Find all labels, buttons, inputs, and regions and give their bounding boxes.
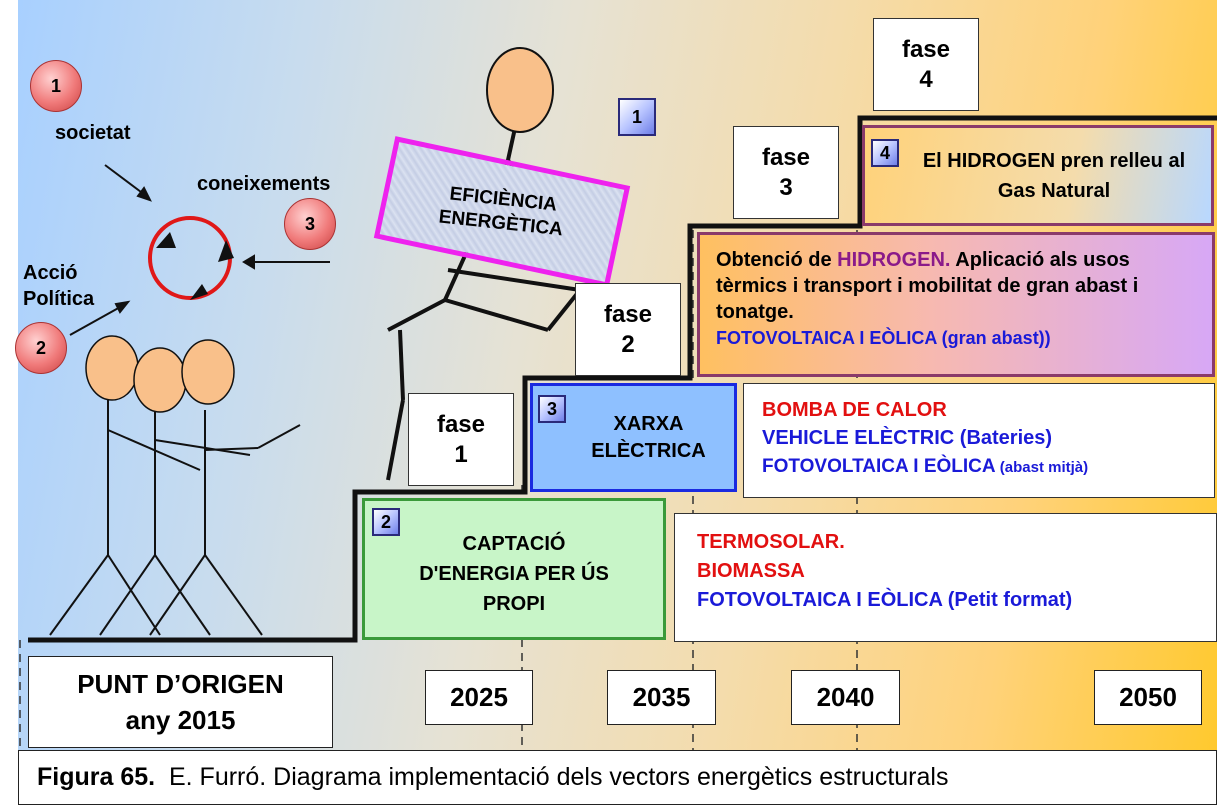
year-2040: 2040	[791, 670, 900, 725]
fase-4-number: 4	[919, 65, 933, 93]
coneixements-number-circle: 3	[284, 198, 336, 250]
accio-politica-label: Acció Política	[23, 262, 95, 310]
year-2025: 2025	[425, 670, 533, 725]
fotovoltaica-petit: FOTOVOLTAICA I EÒLICA (Petit format)	[697, 589, 1073, 611]
vehicle-electric: VEHICLE ELÈCTRIC (Bateries)	[762, 427, 1053, 449]
hidrogen-highlight: HIDROGEN.	[837, 249, 951, 271]
hidrogen-prefix: Obtenció de	[716, 249, 838, 271]
fase-1-tech-box: TERMOSOLAR. BIOMASSA FOTOVOLTAICA I EÒLI…	[674, 513, 1217, 642]
fase-2-label: fase	[603, 300, 653, 328]
xarxa-badge: 3	[538, 395, 566, 423]
figure-caption: Figura 65. E. Furró. Diagrama implementa…	[18, 750, 1217, 805]
termosolar: TERMOSOLAR.	[697, 531, 845, 553]
fase-2-number: 2	[621, 330, 635, 358]
fase-2-tech-box: BOMBA DE CALOR VEHICLE ELÈCTRIC (Baterie…	[743, 383, 1215, 498]
abast-mitja: (abast mitjà)	[995, 459, 1089, 476]
cycle-loop	[148, 216, 232, 300]
year-2050: 2050	[1094, 670, 1202, 725]
captacio-badge: 2	[372, 508, 400, 536]
year-2035: 2035	[607, 670, 716, 725]
person-3-head	[181, 339, 235, 405]
biomassa: BIOMASSA	[697, 560, 805, 582]
societat-number-circle: 1	[30, 60, 82, 112]
captacio-label: CAPTACIÓ D'ENERGIA PER ÚS PROPI	[419, 533, 609, 615]
hidrogen-relleu-badge: 4	[871, 139, 899, 167]
fase-3-number: 3	[779, 173, 793, 201]
fase-1-label: fase	[436, 410, 486, 438]
captacio-box: CAPTACIÓ D'ENERGIA PER ÚS PROPI	[362, 498, 666, 640]
hidrogen-text: Aplicació als usos tèrmics i transport i…	[716, 249, 1139, 323]
caption-text: E. Furró. Diagrama implementació dels ve…	[155, 763, 949, 791]
origin-box: PUNT D’ORIGEN any 2015	[28, 656, 333, 748]
eficiencia-energetica-label: EFICIÈNCIA ENERGÈTICA	[437, 183, 564, 241]
fase-4-label: fase	[901, 35, 951, 63]
origin-line1: PUNT D’ORIGEN	[77, 669, 284, 699]
people-group	[49, 398, 301, 636]
accio-politica-number-circle: 2	[15, 322, 67, 374]
hidrogen-relleu-label: El HIDROGEN pren relleu al Gas Natural	[922, 149, 1186, 202]
bomba-calor: BOMBA DE CALOR	[762, 399, 947, 421]
person-2-head	[133, 347, 187, 413]
fase-3-label: fase	[761, 143, 811, 171]
staircase-line	[28, 115, 1217, 643]
runner-head	[486, 47, 554, 133]
eficiencia-badge: 1	[618, 98, 656, 136]
fase-1-number: 1	[454, 440, 468, 468]
xarxa-electrica-box: XARXA ELÈCTRICA	[530, 383, 737, 492]
xarxa-electrica-label: XARXA ELÈCTRICA	[591, 412, 706, 462]
hidrogen-obtencio-box: Obtenció de HIDROGEN. Aplicació als usos…	[697, 232, 1215, 377]
fotovoltaica-mitja: FOTOVOLTAICA I EÒLICA	[762, 456, 996, 477]
coneixements-label: coneixements	[197, 173, 331, 195]
caption-bold: Figura 65.	[37, 763, 156, 791]
person-1-head	[85, 335, 139, 401]
societat-label: societat	[55, 122, 131, 144]
hidrogen-tech: FOTOVOLTAICA I EÒLICA (gran abast))	[716, 328, 1051, 348]
origin-line2: any 2015	[125, 705, 236, 735]
hidrogen-relleu-box: El HIDROGEN pren relleu al Gas Natural	[862, 125, 1214, 226]
